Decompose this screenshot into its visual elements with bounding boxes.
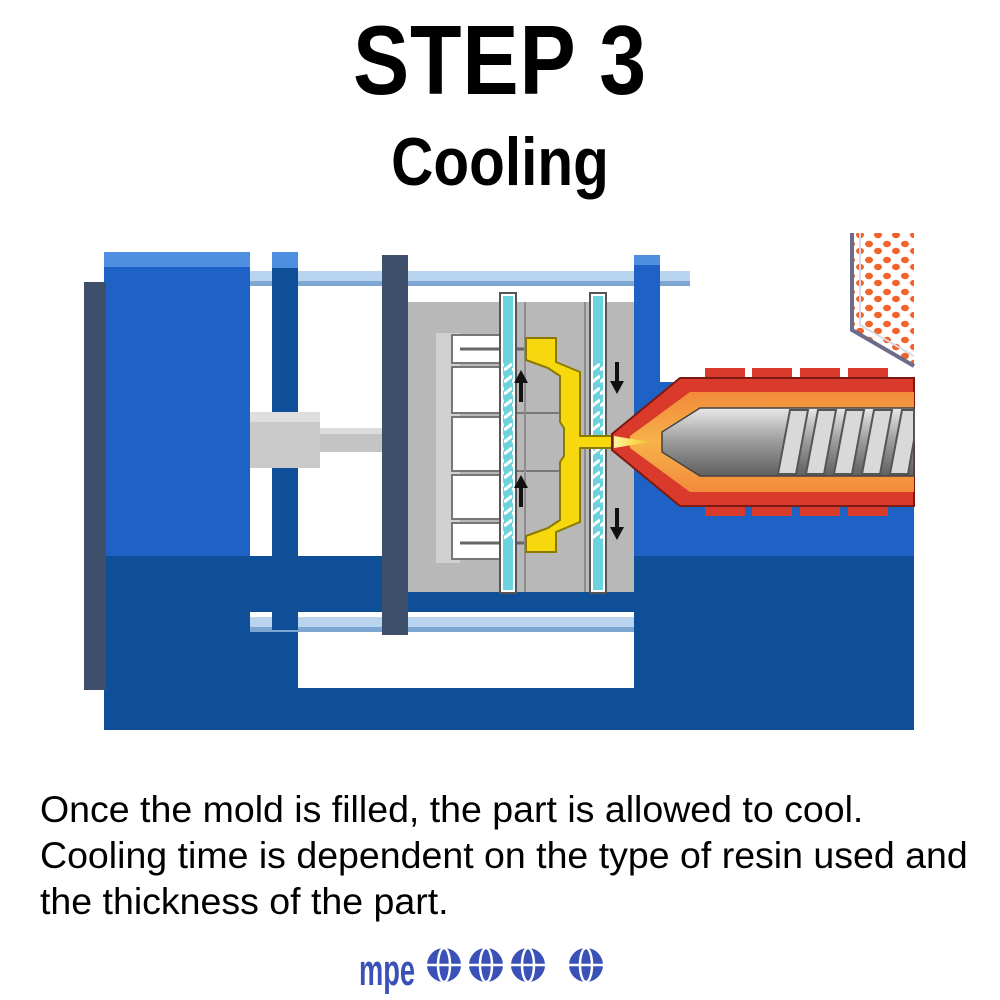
stage-subtitle: Cooling [391, 124, 609, 200]
molded-part [525, 337, 631, 553]
globe-icon [427, 946, 461, 984]
injection-barrel [611, 368, 915, 516]
globe-icon [469, 946, 503, 984]
caption: Once the mold is filled, the part is all… [40, 788, 968, 922]
globe-icon [569, 946, 603, 984]
clamp-unit [84, 252, 438, 690]
logo-text: mpe [359, 945, 415, 994]
cooling-flow-arrows [514, 362, 624, 540]
step-title: STEP 3 [352, 5, 648, 115]
arrow-down-icon [610, 508, 624, 540]
mpe-logo: mpe [359, 945, 603, 995]
globe-icon [511, 946, 545, 984]
tie-bars [250, 266, 690, 632]
arrow-up-icon [514, 475, 528, 507]
arrow-down-icon [610, 362, 624, 394]
injection-molding-diagram [84, 233, 916, 730]
resin-hopper [850, 233, 916, 368]
arrow-up-icon [514, 370, 528, 402]
screw-flights [776, 409, 915, 475]
